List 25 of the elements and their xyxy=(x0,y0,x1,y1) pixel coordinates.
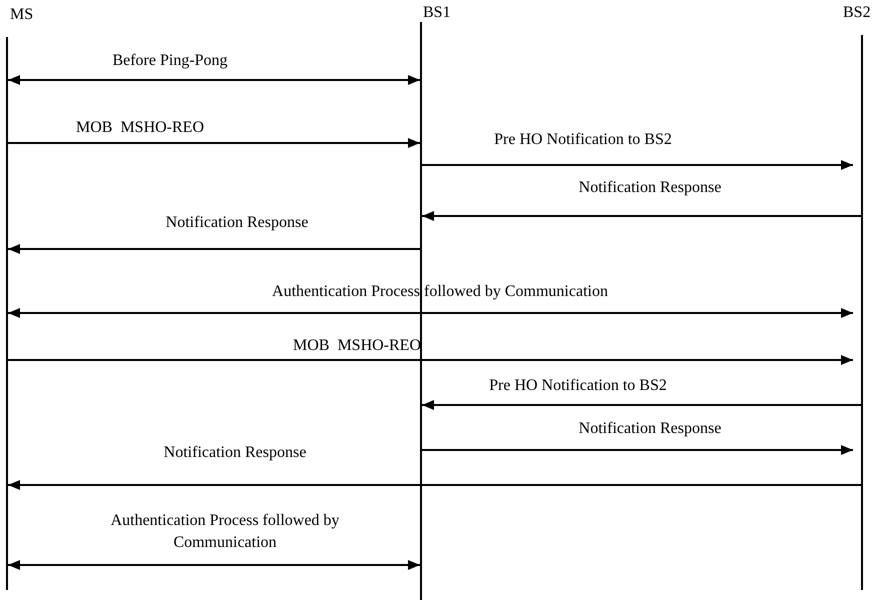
message-arrow xyxy=(422,400,862,410)
edge-label: Notification Response xyxy=(578,178,722,198)
message-arrow xyxy=(422,211,862,221)
participant-label: BS1 xyxy=(423,4,451,22)
message-arrow xyxy=(421,160,853,170)
edge-label: Pre HO Notification to BS2 xyxy=(488,376,668,396)
edge-label: MOB MSHO-REO xyxy=(292,336,422,356)
message-arrow xyxy=(8,480,862,490)
message-arrow xyxy=(7,355,853,365)
message-arrow xyxy=(7,138,420,148)
edge-label: Notification Response xyxy=(578,419,722,439)
edge-label: Authentication Process followed by Communication xyxy=(110,511,340,553)
message-arrow xyxy=(8,75,420,85)
edge-label: MOB MSHO-REO xyxy=(74,118,205,138)
edge-label: Pre HO Notification to BS2 xyxy=(493,130,673,150)
participant-label: MS xyxy=(10,6,34,24)
edge-label: Notification Response xyxy=(162,443,308,463)
message-arrow xyxy=(8,244,421,254)
edge-label: Notification Response xyxy=(164,213,310,233)
message-arrow xyxy=(421,445,853,455)
edge-label: Before Ping-Pong xyxy=(111,51,229,71)
message-arrow xyxy=(8,308,853,318)
participant-label: BS2 xyxy=(843,4,871,22)
message-arrow xyxy=(8,560,420,570)
edge-label: Authentication Process followed by Communication xyxy=(271,282,609,302)
